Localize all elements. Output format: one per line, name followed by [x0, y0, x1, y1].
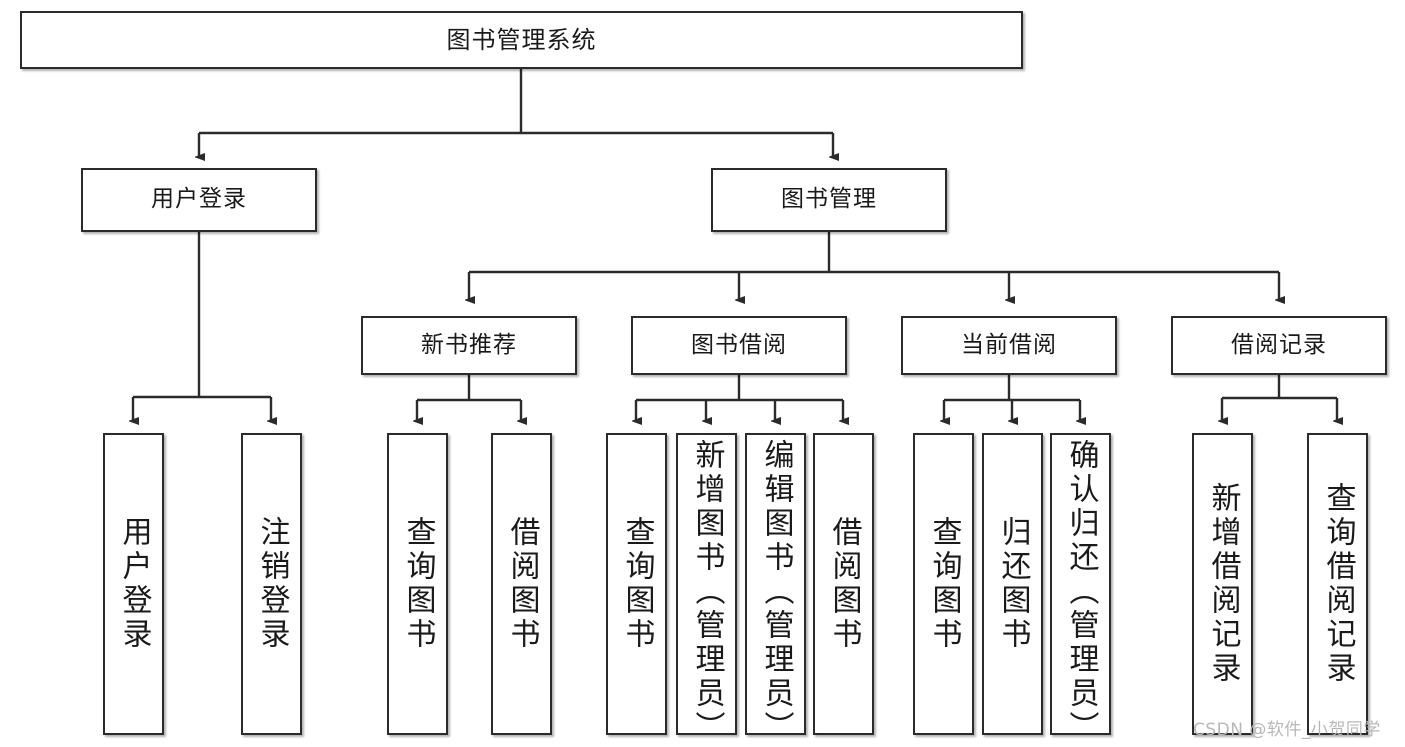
- leaf-book-borrow-add-book-admin[interactable]: 新增图书（管理员）: [676, 433, 737, 745]
- node-user-login[interactable]: 用户登录: [81, 168, 317, 232]
- leaf-book-borrow-borrow-book[interactable]: 借阅图书: [813, 433, 874, 735]
- node-current-borrow[interactable]: 当前借阅: [901, 316, 1117, 375]
- node-label: 新增借阅记录: [1205, 482, 1241, 686]
- node-label: 用户登录: [151, 186, 247, 213]
- csdn-watermark: CSDN @软件_小贺同学: [1193, 720, 1381, 740]
- node-borrow-record[interactable]: 借阅记录: [1171, 316, 1387, 375]
- node-label: 查询图书: [619, 516, 655, 652]
- node-label: 图书管理: [781, 186, 877, 213]
- node-label: 借阅图书: [504, 516, 540, 652]
- leaf-user-login-login[interactable]: 用户登录: [103, 433, 164, 735]
- node-book-borrow[interactable]: 图书借阅: [631, 316, 847, 375]
- leaf-book-borrow-edit-book-admin[interactable]: 编辑图书（管理员）: [745, 433, 806, 745]
- leaf-new-book-borrow-book[interactable]: 借阅图书: [491, 433, 552, 735]
- leaf-book-borrow-query-book[interactable]: 查询图书: [606, 433, 667, 735]
- node-label: 图书借阅: [691, 331, 787, 358]
- node-label: 归还图书: [995, 516, 1031, 652]
- node-label: 新增图书（管理员）: [689, 439, 725, 745]
- leaf-borrow-record-query-record[interactable]: 查询借阅记录: [1307, 433, 1368, 735]
- node-label: 用户登录: [116, 516, 152, 652]
- node-label: 编辑图书（管理员）: [758, 439, 794, 745]
- node-label: 查询借阅记录: [1320, 482, 1356, 686]
- node-label: 确认归还（管理员）: [1063, 439, 1099, 745]
- node-new-book-recommend[interactable]: 新书推荐: [361, 316, 577, 375]
- leaf-borrow-record-add-record[interactable]: 新增借阅记录: [1192, 433, 1253, 735]
- leaf-current-borrow-confirm-return-admin[interactable]: 确认归还（管理员）: [1050, 433, 1111, 745]
- node-label: 查询图书: [926, 516, 962, 652]
- node-label: 新书推荐: [421, 331, 517, 358]
- leaf-new-book-query-book[interactable]: 查询图书: [387, 433, 448, 735]
- node-label: 查询图书: [400, 516, 436, 652]
- leaf-user-login-logout[interactable]: 注销登录: [241, 433, 302, 735]
- node-label: 借阅记录: [1231, 331, 1327, 358]
- node-label: 当前借阅: [961, 331, 1057, 358]
- node-label: 图书管理系统: [446, 25, 597, 54]
- node-book-management[interactable]: 图书管理: [711, 168, 947, 232]
- node-label: 注销登录: [254, 516, 290, 652]
- leaf-current-borrow-return-book[interactable]: 归还图书: [982, 433, 1043, 735]
- leaf-current-borrow-query-book[interactable]: 查询图书: [913, 433, 974, 735]
- node-root-book-management-system[interactable]: 图书管理系统: [20, 11, 1023, 69]
- node-label: 借阅图书: [826, 516, 862, 652]
